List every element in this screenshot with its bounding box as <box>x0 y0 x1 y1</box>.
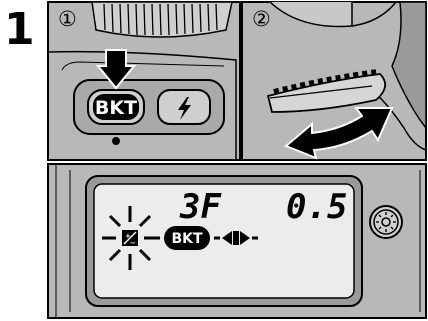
svg-text:−: − <box>130 239 136 247</box>
step-marker-2: ② <box>252 7 271 31</box>
flash-button[interactable] <box>158 90 210 124</box>
panel-bkt-button: BKT ① <box>48 2 240 160</box>
step-marker-1: ① <box>58 7 77 31</box>
panel-lcd: 3F 0.5 + − <box>48 164 426 318</box>
sun-lamp-icon[interactable] <box>370 206 402 238</box>
bkt-button-label: BKT <box>95 97 137 119</box>
indicator-dot <box>112 137 120 145</box>
lcd-frames: 3F <box>179 187 222 227</box>
lcd-bkt-indicator: BKT <box>164 226 210 250</box>
panel-command-dial: ② <box>242 2 426 160</box>
bkt-button[interactable]: BKT <box>88 90 144 124</box>
lcd-step-value: 0.5 <box>286 187 347 227</box>
lcd-bkt-label: BKT <box>171 231 203 247</box>
